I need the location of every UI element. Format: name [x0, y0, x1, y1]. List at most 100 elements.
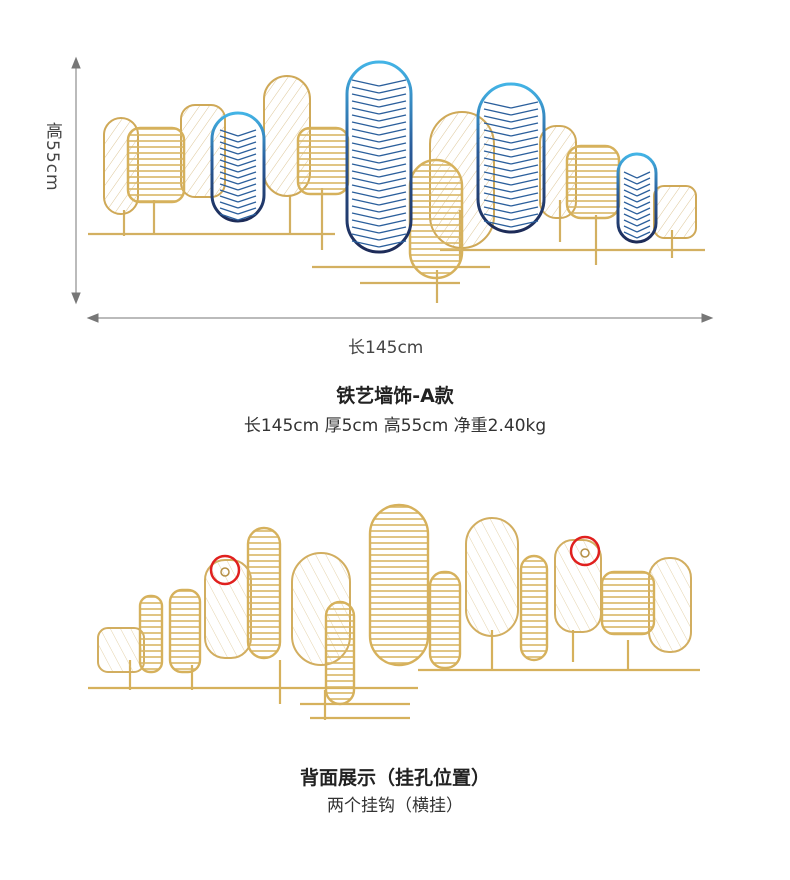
leaf-rib — [219, 147, 239, 155]
leaf-rib — [219, 159, 239, 167]
leaf-rib — [510, 185, 539, 193]
leaf-rib — [378, 86, 407, 94]
leaf-rib — [351, 93, 380, 101]
height-dimension-arrow — [71, 56, 81, 305]
leaf-rib — [378, 240, 407, 248]
leaf-rib — [219, 183, 239, 191]
leaf-rib — [351, 177, 380, 185]
leaf-rib — [351, 163, 380, 171]
leaf-rib — [510, 101, 539, 109]
leaf-rib — [510, 171, 539, 179]
leaf-rib — [483, 213, 512, 221]
leaf-rib — [219, 177, 239, 185]
leaf-rib — [351, 114, 380, 122]
height-label: 高55cm — [42, 122, 62, 192]
leaf-rib — [623, 213, 638, 221]
leaf-rib — [378, 156, 407, 164]
leaf-rib — [510, 220, 539, 228]
leaf-rib — [237, 159, 257, 167]
leaf-rib — [237, 141, 257, 149]
leaf-rib — [351, 205, 380, 213]
leaf-rib — [378, 128, 407, 136]
leaf-rib — [351, 135, 380, 143]
leaf-rib — [351, 86, 380, 94]
leaf-rib — [351, 170, 380, 178]
leaf-rib — [510, 164, 539, 172]
leaf-rib — [378, 121, 407, 129]
leaf-rib — [623, 207, 638, 215]
leaf-rib — [510, 136, 539, 144]
back-view-subtitle: 两个挂钩（横挂） — [327, 796, 463, 816]
leaf-rib — [378, 142, 407, 150]
leaf-rib — [237, 129, 257, 137]
leaf-rib — [378, 226, 407, 234]
leaf-rib — [237, 189, 257, 197]
leaf-rib — [378, 233, 407, 241]
leaf-rib — [483, 129, 512, 137]
leaf-rib — [237, 201, 257, 209]
leaf-rib — [636, 201, 651, 209]
leaf-rib — [378, 198, 407, 206]
leaf-rib — [483, 108, 512, 116]
back-view-title: 背面展示（挂孔位置） — [299, 767, 490, 789]
leaf-rib — [636, 171, 651, 179]
leaf-rib — [237, 165, 257, 173]
leaf-rib — [219, 129, 239, 137]
leaf-rib — [483, 143, 512, 151]
leaf-rib — [623, 201, 638, 209]
leaf-rib — [351, 191, 380, 199]
leaf-rib — [483, 157, 512, 165]
product-title: 铁艺墙饰-A款 — [336, 385, 454, 407]
leaf-rib — [623, 183, 638, 191]
leaf-rib — [510, 143, 539, 151]
leaf-rib — [378, 163, 407, 171]
leaf-rib — [237, 177, 257, 185]
product-specs: 长145cm 厚5cm 高55cm 净重2.40kg — [243, 416, 547, 436]
leaf-rib — [351, 100, 380, 108]
leaf-rib — [378, 170, 407, 178]
leaf-rib — [237, 207, 257, 215]
leaf-rib — [636, 177, 651, 185]
leaf-rib — [636, 183, 651, 191]
leaf-rib — [510, 199, 539, 207]
leaf-rib — [378, 219, 407, 227]
leaf-rib — [351, 128, 380, 136]
leaf-rib — [483, 136, 512, 144]
leaf-rib — [378, 79, 407, 87]
leaf-rib — [351, 233, 380, 241]
leaf-rib — [237, 153, 257, 161]
leaf-rib — [636, 231, 651, 239]
leaf-rib — [483, 115, 512, 123]
leaf-rib — [510, 206, 539, 214]
leaf-rib — [623, 219, 638, 227]
leaf-rib — [636, 189, 651, 197]
leaf-rib — [623, 171, 638, 179]
leaf-rib — [483, 220, 512, 228]
leaf-rib — [378, 100, 407, 108]
length-dimension-arrow — [86, 313, 714, 323]
leaf-rib — [636, 225, 651, 233]
leaf-rib — [237, 213, 257, 221]
leaf-rib — [378, 135, 407, 143]
leaf-rib — [351, 198, 380, 206]
leaf-rib — [219, 165, 239, 173]
leaf-rib — [237, 147, 257, 155]
leaf-rib — [351, 184, 380, 192]
leaf-rib — [623, 231, 638, 239]
leaf-rib — [378, 191, 407, 199]
leaf-rib — [378, 93, 407, 101]
hanging-hole-marker — [569, 535, 601, 567]
back-view-art — [88, 503, 700, 720]
leaf-rib — [378, 114, 407, 122]
leaf-rib — [351, 156, 380, 164]
leaf-rib — [483, 192, 512, 200]
hanging-hole-marker — [209, 554, 241, 586]
leaf-rib — [510, 178, 539, 186]
leaf-rib — [636, 219, 651, 227]
leaf-rib — [219, 189, 239, 197]
leaf-rib — [237, 183, 257, 191]
leaf-rib — [510, 213, 539, 221]
leaf-rib — [351, 219, 380, 227]
leaf-rib — [483, 199, 512, 207]
leaf-rib — [219, 153, 239, 161]
